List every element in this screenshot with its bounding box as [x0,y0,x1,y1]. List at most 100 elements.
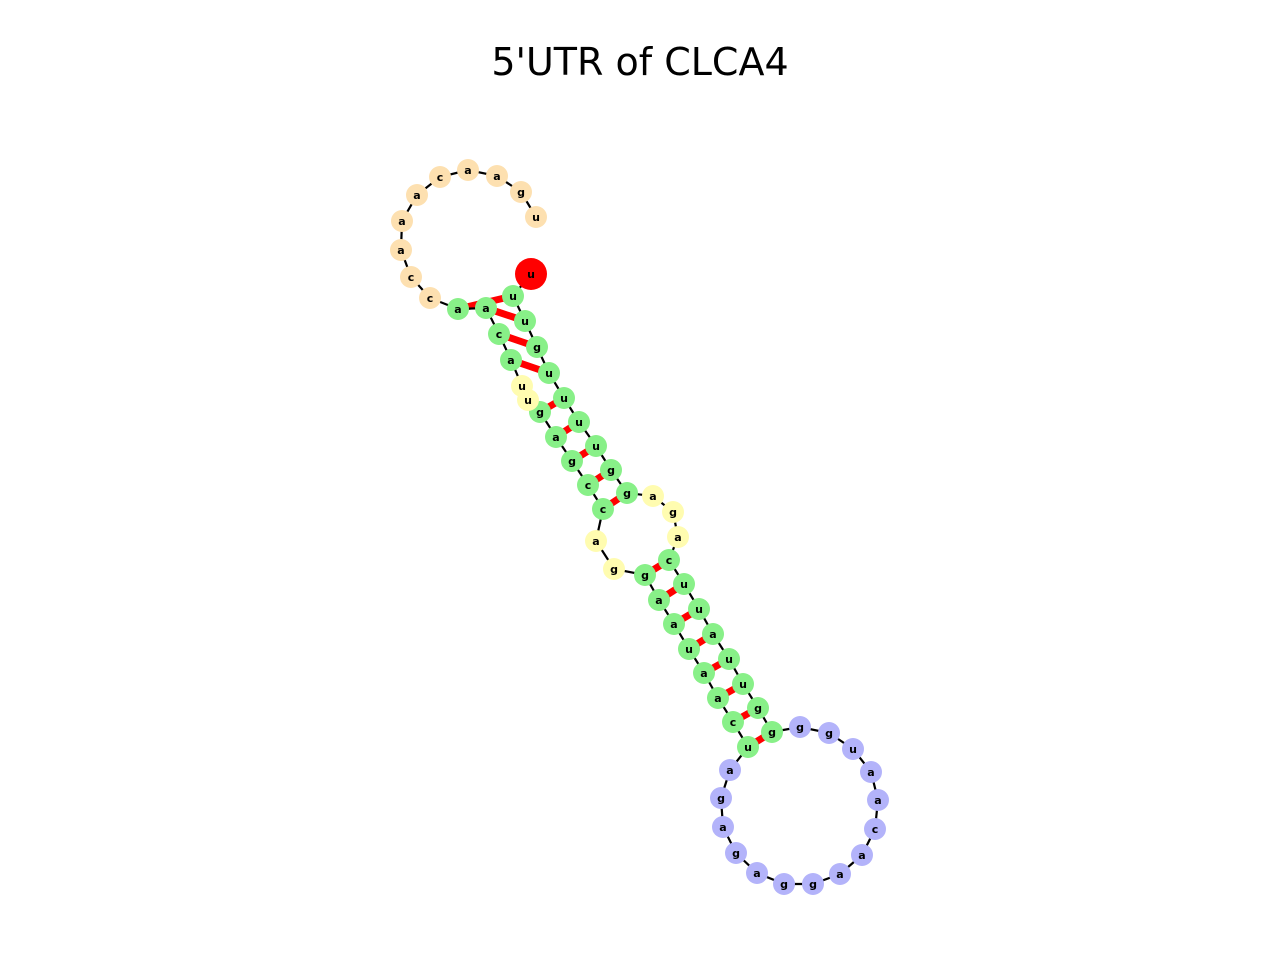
nucleotide-hairpin-loop: g [773,873,795,895]
nucleotide-internal-loop: a [585,530,607,552]
nucleotide-label: a [413,189,420,202]
nucleotide-label: u [560,392,568,405]
nucleotide-stem: u [718,648,740,670]
nucleotide-label: u [509,290,517,303]
nucleotide-circle [561,450,583,472]
nucleotide-circle [642,485,664,507]
nucleotide-label: c [872,823,879,836]
nucleotide-stem: u [678,638,700,660]
nucleotide-internal-loop: u [511,375,533,397]
nucleotide-stem: a [545,426,567,448]
nucleotide-circle [634,564,656,586]
nucleotide-circle [475,297,497,319]
nucleotide-label: g [768,726,776,739]
nucleotide-ends-loop: u [525,206,547,228]
nucleotide-circle [719,759,741,781]
nucleotide-hairpin-loop: g [710,787,732,809]
nucleotide-stem: u [737,736,759,758]
nucleotide-circle [616,482,638,504]
nucleotide-label: g [610,563,618,576]
nucleotide-stem: a [663,613,685,635]
nucleotide-label: a [649,490,656,503]
nucleotide-label: u [527,268,535,281]
nucleotide-label: u [532,211,540,224]
nucleotide-circle [712,816,734,838]
nucleotide-circle [658,549,680,571]
nucleotide-circle [502,285,524,307]
nucleotide-label: g [536,406,544,419]
nucleotide-label: a [398,215,405,228]
nucleotide-circle [678,638,700,660]
nucleotide-circle [526,336,548,358]
nucleotide-circle [746,862,768,884]
nucleotide-label: c [437,171,444,184]
nucleotide-circle [773,873,795,895]
nucleotide-circle [488,323,510,345]
nucleotide-label: a [700,667,707,680]
backbone [399,168,880,886]
nucleotide-stem: c [592,498,614,520]
nucleotide-hairpin-loop: g [802,873,824,895]
nucleotide-circle [577,474,599,496]
nucleotide-label: a [753,867,760,880]
nucleotide-circle [515,258,547,290]
nucleotide-label: a [867,766,874,779]
nucleotide-stem: u [502,285,524,307]
nucleotide-label: c [666,554,673,567]
nucleotide-stem: g [561,450,583,472]
nucleotide-label: a [493,170,500,183]
nucleotide-circle [648,589,670,611]
nucleotide-ends-loop: c [400,266,422,288]
nucleotide-circle [673,573,695,595]
nucleotide-label: g [732,847,740,860]
nucleotide-hairpin-loop: a [712,816,734,838]
nucleotide-label: a [397,244,404,257]
nucleotide-circle [829,863,851,885]
nucleotide-circle [867,789,889,811]
nucleotide-hairpin-loop: g [725,842,747,864]
nucleotide-label: a [874,794,881,807]
nucleotide-circle [722,711,744,733]
nucleotide-stem: u [568,411,590,433]
nucleotide-stem: u [673,573,695,595]
nucleotide-label: a [858,849,865,862]
nucleotide-label: u [545,367,553,380]
nucleotide-circle [761,721,783,743]
nucleotide-stem: u [514,310,536,332]
nucleotide-circle [419,287,441,309]
nucleotide-circle [864,818,886,840]
nucleotide-label: g [780,878,788,891]
nucleotide-internal-loop: g [603,558,625,580]
nucleotide-ends-loop: c [419,287,441,309]
nucleotide-ends-loop: c [429,166,451,188]
nucleotide-circle [688,598,710,620]
nucleotide-label: g [717,792,725,805]
nucleotide-label: a [464,164,471,177]
nucleotide-five-prime: u [515,258,547,290]
nucleotide-circle [538,362,560,384]
nucleotide-hairpin-loop: a [851,844,873,866]
nucleotide-hairpin-loop: c [864,818,886,840]
nucleotide-label: u [739,678,747,691]
nucleotide-label: g [796,721,804,734]
nucleotide-label: g [641,569,649,582]
nucleotide-stem: g [600,459,622,481]
nucleotide-label: g [623,487,631,500]
nucleotide-stem: u [553,387,575,409]
nucleotide-label: g [825,727,833,740]
nucleotide-circle [707,687,729,709]
nucleotide-stem: a [500,349,522,371]
nucleotide-stem: c [658,549,680,571]
nucleotide-circle [510,181,532,203]
nucleotide-label: c [730,716,737,729]
nucleotide-circle [725,842,747,864]
nucleotide-stem: c [488,323,510,345]
nucleotide-stem: a [648,589,670,611]
nucleotide-circle [693,662,715,684]
nucleotide-ends-loop: g [510,181,532,203]
nucleotide-label: c [600,503,607,516]
nucleotide-label: c [585,479,592,492]
nucleotide-circle [702,623,724,645]
